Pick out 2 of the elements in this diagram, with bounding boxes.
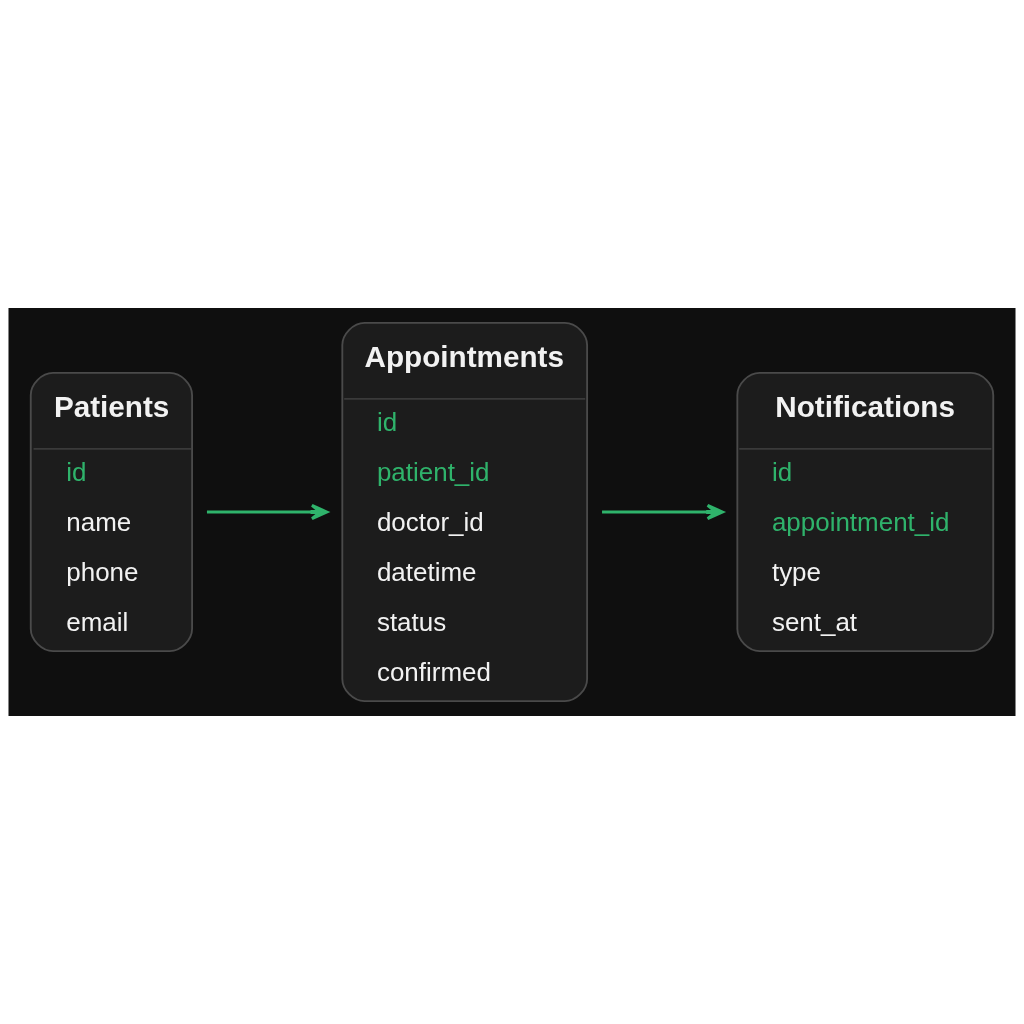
arrow [206,503,329,521]
arrow [602,503,724,521]
